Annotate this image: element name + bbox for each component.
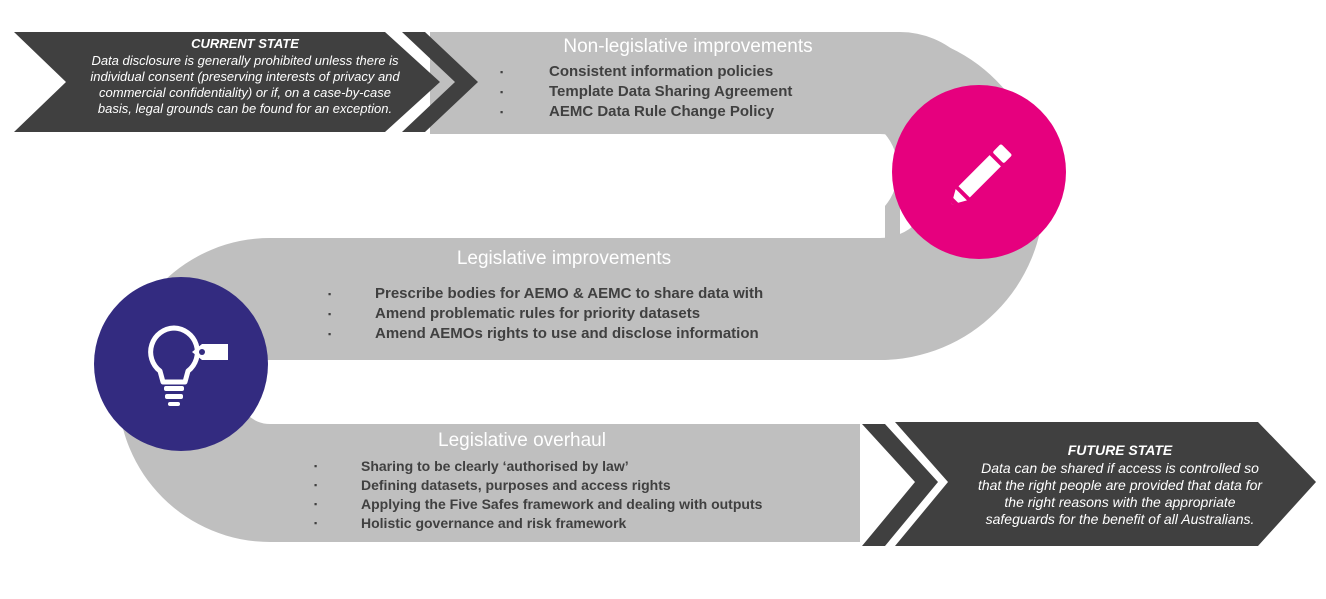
future-state-line: the right reasons with the appropriate xyxy=(1004,494,1236,510)
future-state-chevron-stripe xyxy=(862,424,938,546)
stage-title-legislative-overhaul: Legislative overhaul xyxy=(438,430,606,451)
item-label: Consistent information policies xyxy=(549,63,774,80)
item-label: AEMC Data Rule Change Policy xyxy=(549,103,775,120)
bullet-icon: ▪ xyxy=(328,289,332,299)
current-state-description: Data disclosure is generally prohibited … xyxy=(60,53,430,117)
path-curve-left xyxy=(118,238,860,542)
bullet-icon: ▪ xyxy=(314,499,318,509)
bullet-icon: ▪ xyxy=(314,480,318,490)
bullet-icon: ▪ xyxy=(314,518,318,528)
item-label: Amend problematic rules for priority dat… xyxy=(375,305,701,322)
future-state-line: safeguards for the benefit of all Austra… xyxy=(985,511,1255,527)
bullet-icon: ▪ xyxy=(328,309,332,319)
item-label: Applying the Five Safes framework and de… xyxy=(361,496,763,512)
stage-items-legislative-improvements: ▪ Prescribe bodies for AEMO & AEMC to sh… xyxy=(328,284,763,344)
stage-title-legislative-improvements: Legislative improvements xyxy=(456,248,672,269)
future-state-line: that the right people are provided that … xyxy=(977,477,1263,493)
bullet-icon: ▪ xyxy=(500,107,504,117)
stage-items-legislative-overhaul: ▪ Sharing to be clearly ‘authorised by l… xyxy=(314,457,762,533)
item-label: Sharing to be clearly ‘authorised by law… xyxy=(361,458,629,474)
bullet-icon: ▪ xyxy=(500,87,504,97)
path-segment-top xyxy=(430,32,988,238)
list-item: ▪ Amend problematic rules for priority d… xyxy=(328,304,763,324)
item-label: Holistic governance and risk framework xyxy=(361,515,627,531)
list-item: ▪ Holistic governance and risk framework xyxy=(314,514,762,533)
item-label: Defining datasets, purposes and access r… xyxy=(361,477,671,493)
list-item: ▪ Applying the Five Safes framework and … xyxy=(314,495,762,514)
item-label: Amend AEMOs rights to use and disclose i… xyxy=(375,325,759,342)
current-state-line: commercial confidentiality) or if, on a … xyxy=(99,85,391,100)
stage-items-non-legislative: ▪ Consistent information policies ▪ Temp… xyxy=(500,62,792,122)
current-state-title: CURRENT STATE xyxy=(191,36,299,51)
bullet-icon: ▪ xyxy=(500,67,504,77)
current-state-line: Data disclosure is generally prohibited … xyxy=(91,53,399,68)
current-state-chevron-stripe xyxy=(402,32,478,132)
current-state-line: basis, legal grounds can be found for an… xyxy=(97,101,393,116)
bullet-icon: ▪ xyxy=(314,461,318,471)
bullet-icon: ▪ xyxy=(328,329,332,339)
list-item: ▪ Prescribe bodies for AEMO & AEMC to sh… xyxy=(328,284,763,304)
purple-circle xyxy=(94,277,268,451)
item-label: Template Data Sharing Agreement xyxy=(549,83,793,100)
item-label: Prescribe bodies for AEMO & AEMC to shar… xyxy=(375,285,764,302)
stage-title-non-legislative: Non-legislative improvements xyxy=(563,36,813,57)
current-state-line: individual consent (preserving interests… xyxy=(90,69,400,84)
list-item: ▪ Consistent information policies xyxy=(500,62,792,82)
pencil-icon xyxy=(951,144,1012,205)
list-item: ▪ Sharing to be clearly ‘authorised by l… xyxy=(314,457,762,476)
future-state-description: Data can be shared if access is controll… xyxy=(945,460,1295,528)
list-item: ▪ AEMC Data Rule Change Policy xyxy=(500,102,792,122)
future-state-line: Data can be shared if access is controll… xyxy=(981,460,1259,476)
path-curve-right xyxy=(300,32,1044,360)
future-state-title: FUTURE STATE xyxy=(1067,442,1173,458)
future-state-chevron xyxy=(895,422,1316,546)
lightbulb-tag-icon xyxy=(148,325,228,406)
list-item: ▪ Defining datasets, purposes and access… xyxy=(314,476,762,495)
list-item: ▪ Amend AEMOs rights to use and disclose… xyxy=(328,324,763,344)
current-state-chevron xyxy=(14,32,440,132)
list-item: ▪ Template Data Sharing Agreement xyxy=(500,82,792,102)
